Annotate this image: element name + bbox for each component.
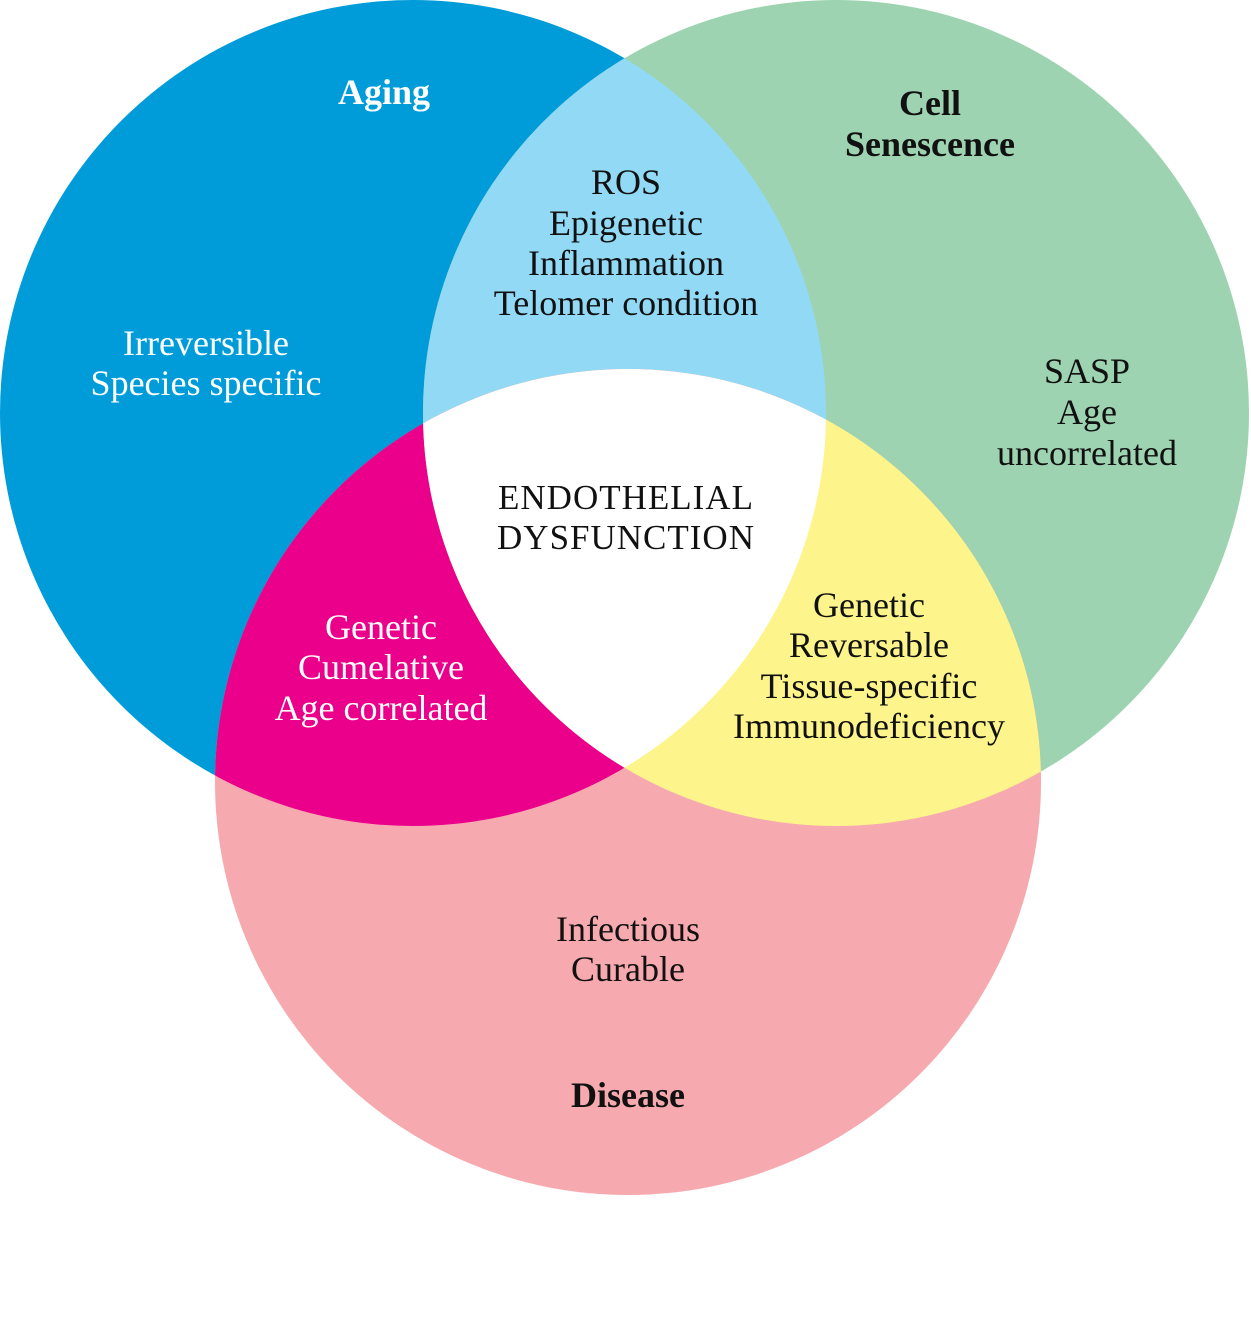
senescence-item: SASP bbox=[1044, 351, 1130, 391]
aging-item: Irreversible bbox=[123, 323, 289, 363]
aging-item: Species specific bbox=[91, 363, 322, 403]
aging-senescence-item: Epigenetic bbox=[549, 203, 703, 243]
aging-senescence-item: ROS bbox=[591, 162, 661, 202]
center-label: DYSFUNCTION bbox=[497, 518, 755, 557]
aging-disease-item: Cumelative bbox=[298, 647, 464, 687]
senescence-disease-item: Immunodeficiency bbox=[733, 706, 1005, 746]
aging-senescence-item: Inflammation bbox=[528, 243, 724, 283]
disease-title: Disease bbox=[571, 1075, 685, 1115]
aging-senescence-item: Telomer condition bbox=[494, 283, 758, 323]
senescence-title: Senescence bbox=[845, 124, 1015, 164]
senescence-title: Cell bbox=[899, 83, 961, 123]
center-label: ENDOTHELIAL bbox=[498, 478, 754, 517]
aging-title: Aging bbox=[338, 72, 430, 112]
senescence-disease-item: Reversable bbox=[789, 625, 949, 665]
senescence-disease-item: Tissue-specific bbox=[761, 666, 978, 706]
disease-item: Infectious bbox=[556, 909, 700, 949]
senescence-item: Age bbox=[1057, 392, 1117, 432]
aging-disease-item: Age correlated bbox=[275, 688, 488, 728]
senescence-disease-item: Genetic bbox=[813, 585, 925, 625]
disease-item: Curable bbox=[571, 949, 685, 989]
aging-disease-item: Genetic bbox=[325, 607, 437, 647]
senescence-item: uncorrelated bbox=[997, 433, 1177, 473]
